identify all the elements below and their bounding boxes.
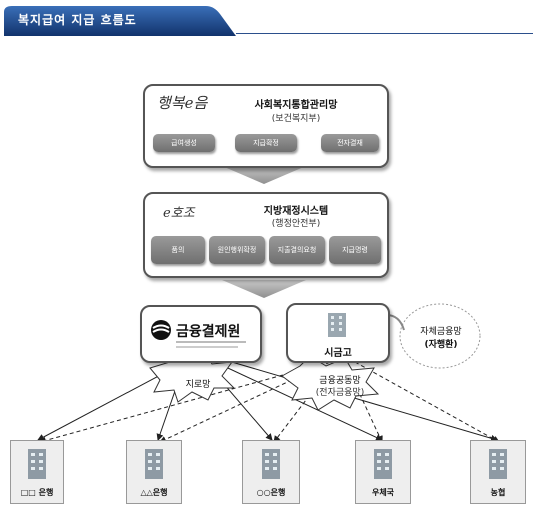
down-arrow-1 [222,166,306,184]
self-network-label: 자체금융망 [420,327,462,337]
step-payment-confirmation: 지급확정 [235,134,297,152]
bank-label: 농협 [490,488,506,497]
page-title: 복지급여 지급 흐름도 [18,13,137,27]
bank-box-triangle: △△은행 [126,440,182,504]
bank-label: ○○은행 [256,488,286,497]
welfare-system-org: (보건복지부) [271,114,321,124]
step-payment-order: 지급명령 [329,236,381,264]
bank-box-nonghyup: 농협 [470,440,526,504]
building-icon [489,449,507,479]
bank-label: △△은행 [140,488,168,497]
building-icon [374,449,392,479]
bank-box-circle: ○○은행 [242,440,300,504]
step-e-approval: 전자결재 [321,134,379,152]
step-cause-act-confirmation: 원인행위확정 [209,236,265,264]
e-hojo-logo: e호조 [163,206,195,221]
common-network-label: 금융공동망 [319,376,361,386]
step-proposal: 품의 [151,236,205,264]
kftc-subtitle-line [176,341,246,343]
title-rule [236,33,533,34]
bank-label: □□ 은행 [20,488,54,497]
local-finance-system-org: (행정안전부) [271,219,321,229]
giro-network-label: 지로망 [185,380,211,390]
city-treasury-box: 시금고 [286,303,390,363]
step-benefit-creation: 급여생성 [153,134,215,152]
welfare-system-name: 사회복지통합관리망 [254,100,338,111]
city-treasury-label: 시금고 [324,348,352,359]
kftc-emblem-icon [151,320,171,340]
bank-box-post-office: 우체국 [355,440,411,504]
happy-eeum-logo: 행복e음 [157,94,208,112]
step-expenditure-request: 지출결의요청 [269,236,325,264]
self-network-circle [399,303,481,369]
bank-label: 우체국 [371,488,395,497]
local-finance-system-name: 지방재정시스템 [263,206,329,217]
building-icon [328,313,346,337]
kftc-subtitle-line-2 [176,346,238,348]
title-tab [4,6,236,36]
down-arrow-2 [222,280,306,298]
building-icon [145,449,163,479]
title-tab-text-wrap: 복지급여 지급 흐름도 [0,2,250,38]
building-icon [262,449,280,479]
kftc-logo-text: 금융결제원 [176,324,241,340]
common-network-sublabel: (전자금융망) [315,388,365,398]
bank-box-square: □□ 은행 [10,440,64,504]
kftc-box: 금융결제원 [140,305,262,363]
building-icon [28,449,46,479]
local-finance-system-box: e호조 지방재정시스템 (행정안전부) 품의 원인행위확정 지출결의요청 지급명… [143,192,389,278]
welfare-system-box: 행복e음 사회복지통합관리망 (보건복지부) 급여생성 지급확정 전자결재 [143,84,389,168]
self-network-sublabel: (자행환) [424,340,458,350]
